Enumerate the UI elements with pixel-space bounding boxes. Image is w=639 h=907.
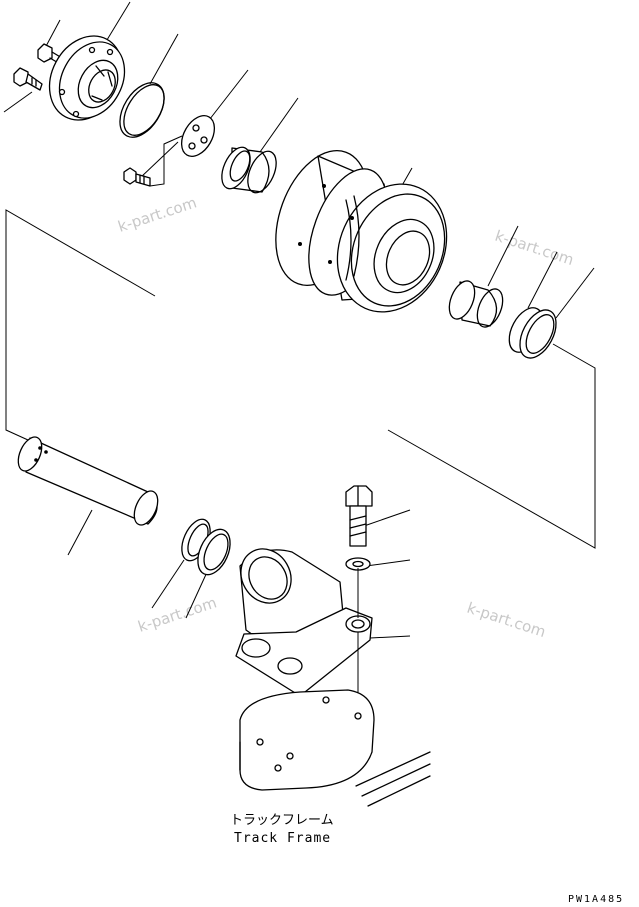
track-frame (239, 689, 431, 807)
watermark: k-part.com (493, 227, 576, 269)
seal-ring-lower-b (197, 528, 231, 576)
watermark: k-part.com (465, 599, 548, 641)
figure-code: PW1A485 (568, 894, 624, 905)
o-ring (119, 82, 165, 138)
roller-body (275, 150, 448, 313)
end-cover-flange (48, 35, 126, 121)
thrust-plate (180, 115, 216, 157)
bolt-lower (13, 67, 43, 91)
roller-shaft (17, 436, 159, 526)
caption-japanese: トラックフレーム (230, 813, 334, 828)
assembly-axis-lines (5, 135, 596, 549)
hex-bolt (345, 485, 373, 547)
seal-ring-right (508, 307, 557, 359)
watermark: k-part.com (136, 593, 219, 635)
caption-english: Track Frame (234, 831, 331, 846)
roller-bracket (235, 548, 373, 697)
bushing-upper (221, 146, 277, 194)
bushing-right (448, 280, 504, 328)
plate-bolt (123, 167, 151, 187)
watermark: k-part.com (116, 193, 199, 235)
